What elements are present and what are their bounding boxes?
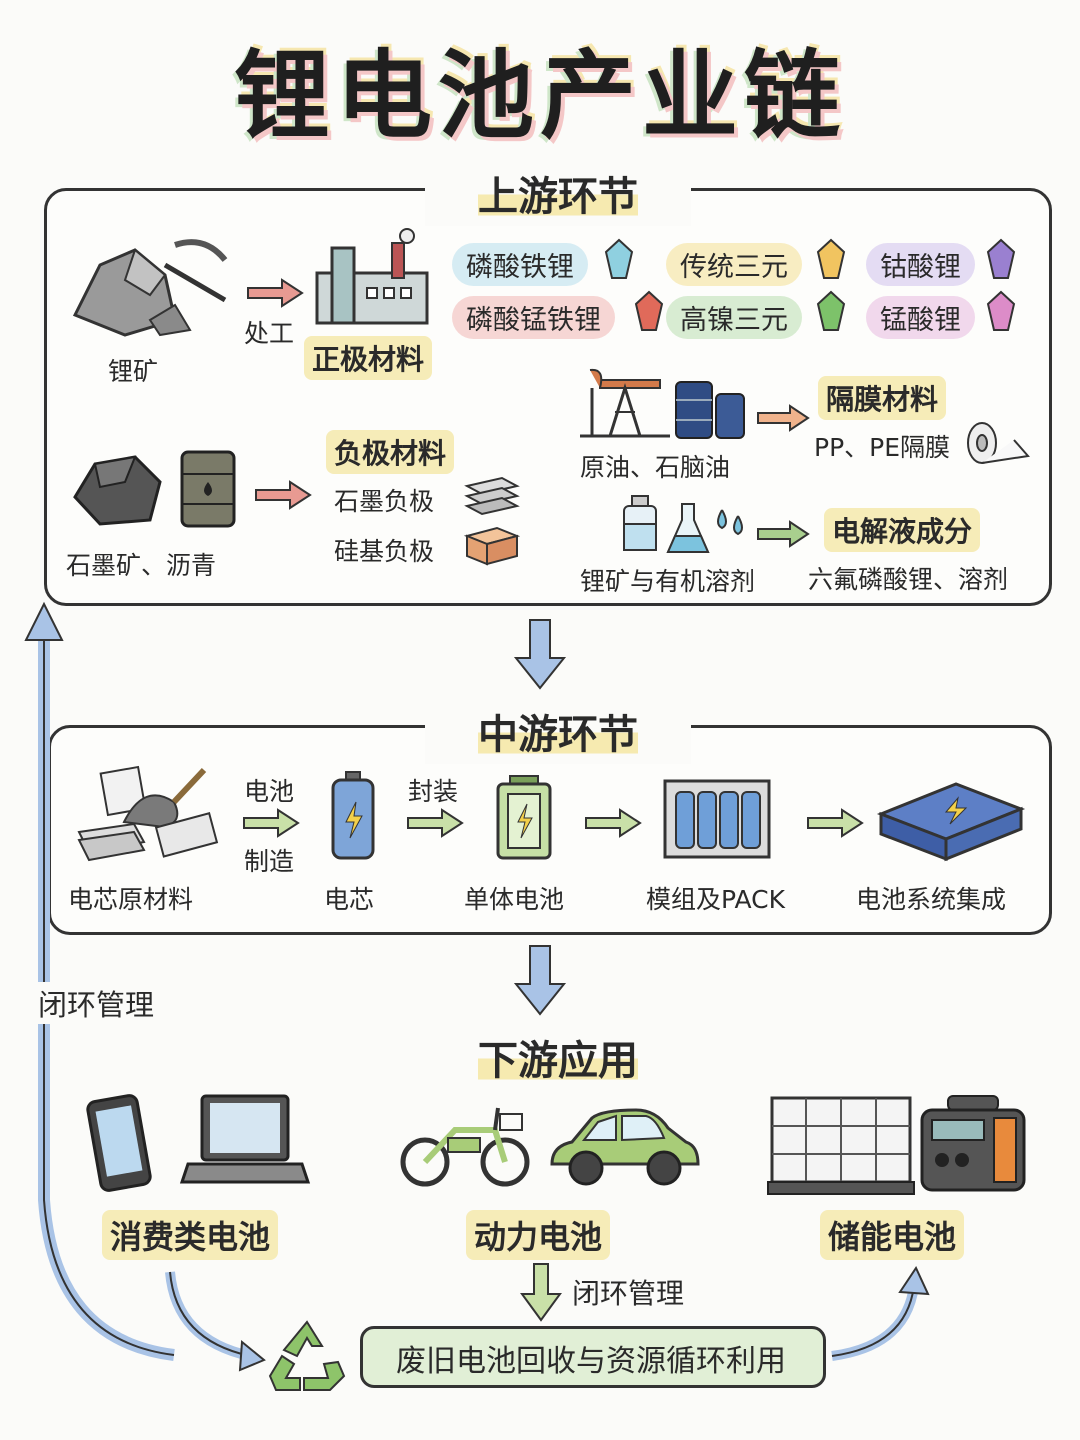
page-title: 锂电池产业链 — [234, 40, 846, 152]
cathode-type-lco: 钴酸锂 — [866, 243, 975, 286]
graphite-label: 石墨矿、沥青 — [66, 551, 217, 580]
film-roll-icon — [967, 422, 1030, 464]
cathode-type-lfp: 磷酸铁锂 — [452, 243, 588, 286]
process-arrow — [247, 278, 304, 308]
loop-down-arrow — [520, 1263, 562, 1322]
graphite-sheet-icon — [464, 476, 520, 516]
reagent-bottle-icon — [623, 495, 657, 551]
side-loop-label: 闭环管理 — [38, 982, 155, 1024]
crystal-icon-yellow — [816, 238, 846, 279]
cell-icon — [331, 771, 375, 860]
phone-icon — [86, 1094, 152, 1192]
bitumen-barrel-icon — [180, 450, 236, 528]
storage-container-icon — [767, 1096, 915, 1195]
electrolyte-label: 电解液成分 — [824, 508, 981, 552]
cathode-label: 正极材料 — [304, 336, 433, 380]
factory-icon — [315, 228, 429, 325]
power-battery-label: 动力电池 — [466, 1210, 611, 1260]
battery-system-icon — [876, 782, 1026, 862]
module-pack-icon — [663, 779, 771, 859]
car-icon — [550, 1108, 700, 1186]
crystal-icon-red — [634, 290, 664, 331]
cathode-type-high-nickel: 高镍三元 — [666, 296, 802, 339]
cathode-type-ncm: 传统三元 — [666, 243, 802, 286]
single-battery-icon — [496, 775, 552, 860]
crude-oil-label: 原油、石脑油 — [580, 453, 731, 482]
solvent-source-label: 锂矿与有机溶剂 — [580, 567, 756, 596]
manufacture-label-b: 制造 — [244, 847, 295, 876]
loop-label: 闭环管理 — [572, 1277, 685, 1310]
battery-system-label: 电池系统集成 — [856, 885, 1007, 914]
oil-pump-icon — [580, 368, 670, 438]
silicon-block-icon — [463, 526, 521, 566]
lithium-ore-label: 锂矿 — [108, 357, 159, 386]
crystal-icon-green — [816, 290, 846, 331]
upstream-title: 上游环节 — [425, 160, 691, 226]
recycle-box — [360, 1326, 826, 1388]
laptop-icon — [179, 1094, 311, 1184]
module-pack-label: 模组及PACK — [646, 885, 785, 914]
consumer-battery-label: 消费类电池 — [102, 1210, 279, 1260]
closed-loop-arrow — [24, 601, 175, 1361]
graphite-ore-icon — [73, 455, 162, 526]
manufacture-arrow — [243, 808, 300, 838]
crystal-icon-pink — [986, 290, 1016, 331]
package-label: 封装 — [408, 777, 459, 806]
module-arrow — [585, 808, 642, 838]
recycle-to-storage-arrow — [831, 1265, 930, 1361]
raw-materials-label: 电芯原材料 — [68, 885, 194, 914]
system-arrow — [807, 808, 864, 838]
electrolyte-types: 六氟磷酸锂、溶剂 — [808, 565, 1009, 594]
cell-label: 电芯 — [324, 885, 375, 914]
ebike-icon — [400, 1107, 530, 1187]
flask-icon — [666, 503, 710, 553]
oil-drums-icon — [675, 381, 745, 439]
midstream-title: 中游环节 — [425, 698, 691, 764]
anode-arrow — [255, 480, 312, 510]
manufacture-label-a: 电池 — [244, 777, 295, 806]
down-arrow-2 — [513, 945, 567, 1016]
down-arrow-1 — [513, 619, 567, 690]
raw-materials-icon — [77, 765, 219, 862]
separator-types: PP、PE隔膜 — [814, 433, 951, 462]
consumer-to-recycle-arrow — [165, 1271, 266, 1372]
storage-battery-label: 储能电池 — [820, 1210, 965, 1260]
package-arrow — [407, 808, 464, 838]
separator-arrow — [757, 404, 810, 432]
anode-type-graphite: 石墨负极 — [334, 487, 435, 516]
cathode-type-lmo: 锰酸锂 — [866, 296, 975, 339]
droplets-icon — [717, 509, 743, 536]
downstream-title: 下游应用 — [478, 1038, 638, 1084]
anode-type-silicon: 硅基负极 — [334, 537, 435, 566]
single-battery-label: 单体电池 — [464, 885, 565, 914]
electrolyte-arrow — [757, 520, 810, 548]
crystal-icon-blue — [604, 238, 634, 279]
crystal-icon-purple — [986, 238, 1016, 279]
anode-label: 负极材料 — [326, 430, 455, 474]
recycle-icon — [268, 1320, 346, 1391]
recycle-label: 废旧电池回收与资源循环利用 — [396, 1344, 786, 1379]
separator-label: 隔膜材料 — [818, 376, 947, 420]
cathode-type-lmfp: 磷酸锰铁锂 — [452, 296, 615, 339]
process-label: 处工 — [244, 319, 295, 348]
power-station-icon — [920, 1095, 1026, 1192]
lithium-ore-icon — [72, 239, 228, 337]
